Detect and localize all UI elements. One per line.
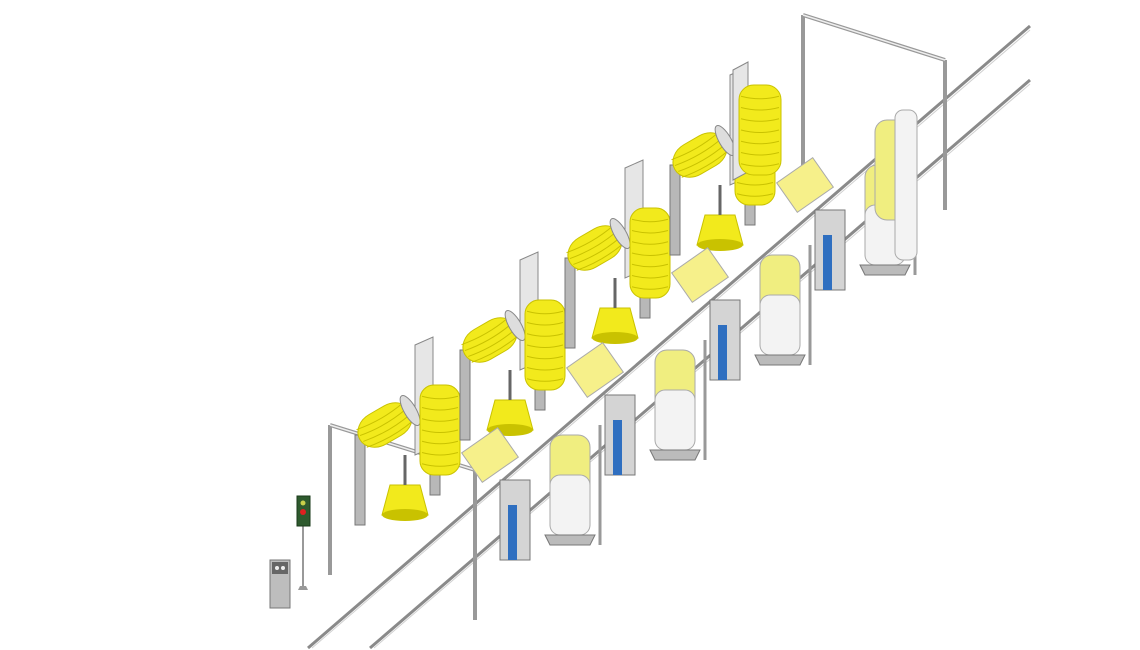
frame-post <box>564 257 576 349</box>
brush-stations <box>354 61 918 561</box>
tilted-brush <box>565 341 625 399</box>
exit-side-brush <box>874 109 918 261</box>
frame-post <box>459 349 471 441</box>
entry-equipment <box>269 495 311 609</box>
brush-body <box>738 84 782 176</box>
rocker-brush-base <box>697 239 743 251</box>
rocker-brush-base <box>592 332 638 344</box>
top-station-3 <box>564 159 671 349</box>
blue-panel <box>823 235 832 290</box>
tilted-brush <box>670 246 730 304</box>
traffic-signal <box>296 495 311 590</box>
gantry-frames <box>328 13 947 620</box>
top-station-1 <box>354 336 461 526</box>
bottom-station-3 <box>670 245 812 381</box>
top-station-end <box>732 61 782 181</box>
side-brush-shield <box>549 474 591 536</box>
rail-right-inner <box>373 83 1031 649</box>
rail-right <box>369 78 1031 650</box>
rocker-brush-base <box>382 509 428 521</box>
roller-brush <box>356 394 421 448</box>
signal-light-green <box>300 500 306 506</box>
frame-post <box>354 434 366 526</box>
guide-rails <box>307 24 1031 650</box>
tilted-brush <box>775 156 835 214</box>
bottom-station-2 <box>565 340 707 476</box>
blue-panel <box>508 505 517 560</box>
roller-brush <box>566 217 631 271</box>
top-station-2 <box>459 251 566 441</box>
pay-terminal <box>269 559 291 609</box>
blue-panel <box>718 325 727 380</box>
bottom-station-1 <box>460 425 602 561</box>
signal-light-red <box>300 509 306 515</box>
side-brush-shield <box>759 294 801 356</box>
roller-brush <box>461 309 526 363</box>
frame-post <box>669 164 681 256</box>
side-brush-shield <box>654 389 696 451</box>
rail-left <box>307 24 1031 650</box>
tilted-brush <box>460 426 520 484</box>
rail-left-inner <box>311 29 1031 649</box>
blue-panel <box>613 420 622 475</box>
gantry-exit <box>801 13 947 210</box>
roller-brush <box>671 124 736 178</box>
